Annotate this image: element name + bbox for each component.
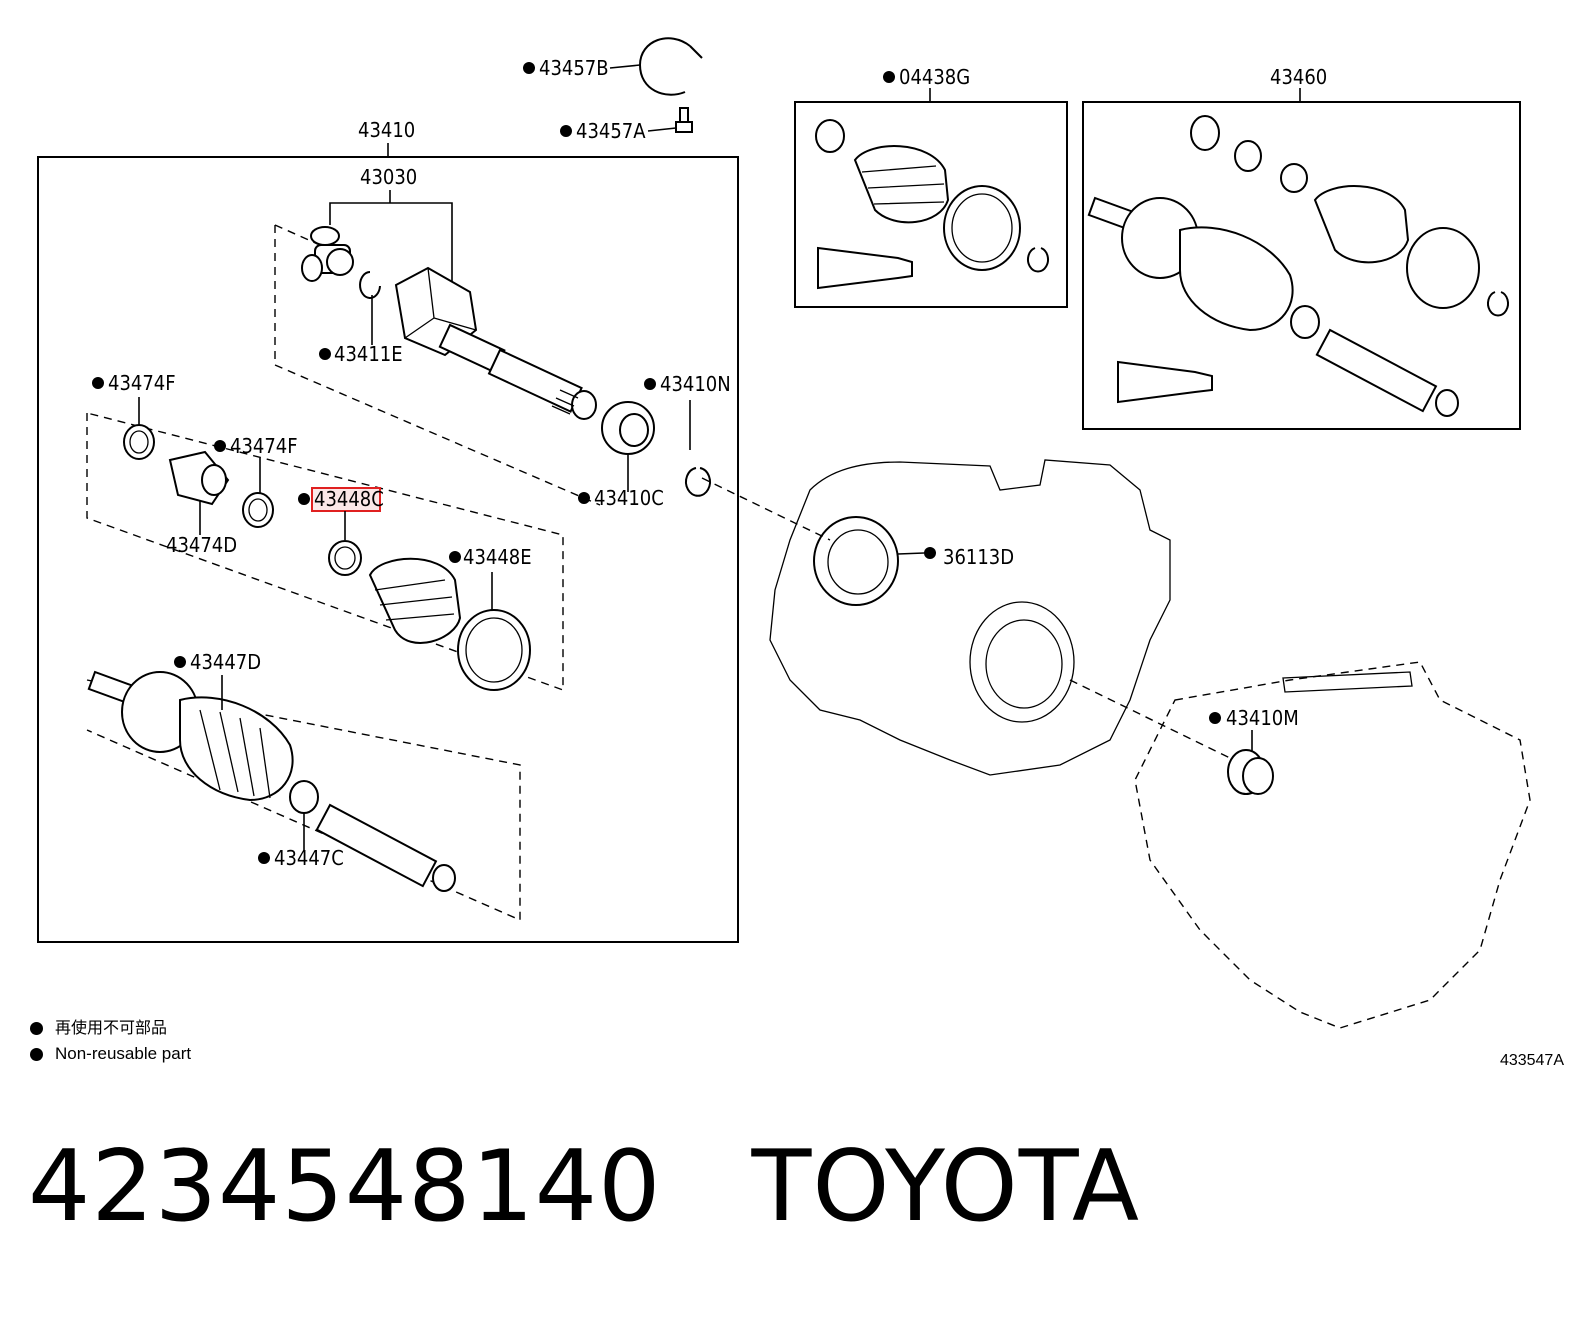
bullet-icon xyxy=(30,1047,43,1061)
snap-ring-43410n xyxy=(685,467,711,497)
svg-text:43447C: 43447C xyxy=(274,846,344,870)
callout-43474f-a[interactable]: 43474F xyxy=(108,371,176,395)
boot-43448e xyxy=(368,557,531,691)
callout-43457b[interactable]: 43457B xyxy=(539,56,609,80)
footer-title: 4234548140 TOYOTA xyxy=(28,1130,1140,1244)
callout-36113d[interactable]: 36113D xyxy=(943,545,1014,569)
legend: 再使用不可部品 Non-reusable part xyxy=(30,1015,191,1067)
brand-name: TOYOTA xyxy=(751,1130,1141,1244)
callout-43474f-b[interactable]: 43474F xyxy=(230,434,298,458)
bolt-43457a xyxy=(675,107,693,133)
legend-line-japanese: 再使用不可部品 xyxy=(55,1018,168,1037)
svg-text:04438G: 04438G xyxy=(899,65,970,89)
part-number: 4234548140 xyxy=(28,1130,662,1244)
clamp-43474f-b xyxy=(242,492,274,528)
bearing-43410c xyxy=(601,401,655,455)
svg-text:43410C: 43410C xyxy=(594,486,664,510)
inner-joint-shaft xyxy=(394,266,597,420)
clamp-43474f-a xyxy=(123,424,155,460)
callout-43447c[interactable]: 43447C xyxy=(274,846,344,870)
illustration-code: 433547A xyxy=(1499,1052,1564,1069)
callout-43410[interactable]: 43410 xyxy=(358,118,415,142)
svg-text:43410N: 43410N xyxy=(660,372,731,396)
callout-43030[interactable]: 43030 xyxy=(360,165,417,189)
callout-43460[interactable]: 43460 xyxy=(1270,65,1327,89)
svg-text:43457A: 43457A xyxy=(576,119,646,143)
callout-43457a[interactable]: 43457A xyxy=(576,119,646,143)
svg-text:43030: 43030 xyxy=(360,165,417,189)
legend-line-english: Non-reusable part xyxy=(55,1044,192,1063)
svg-text:43448C: 43448C xyxy=(314,487,384,511)
svg-text:43474F: 43474F xyxy=(108,371,176,395)
outer-joint-shaft xyxy=(87,670,456,892)
highlight-box-43448c xyxy=(311,487,381,512)
callout-43410m[interactable]: 43410M xyxy=(1226,706,1299,730)
svg-text:43457B: 43457B xyxy=(539,56,609,80)
callout-43474d[interactable]: 43474D xyxy=(166,533,237,557)
kit-box-43460 xyxy=(1082,101,1521,430)
callout-43447d[interactable]: 43447D xyxy=(190,650,261,674)
callout-43410n[interactable]: 43410N xyxy=(660,372,731,396)
callout-43410c[interactable]: 43410C xyxy=(594,486,664,510)
engine-block xyxy=(1134,661,1531,1029)
drive-shaft-43460 xyxy=(1087,115,1509,417)
callout-43411e[interactable]: 43411E xyxy=(334,342,403,366)
svg-text:36113D: 36113D xyxy=(943,545,1014,569)
tripod-joint xyxy=(301,226,354,282)
seal-43410m xyxy=(1227,749,1274,795)
callout-43448c[interactable]: 43448C xyxy=(314,487,384,511)
kit-box-04438g xyxy=(794,101,1068,308)
svg-text:43447D: 43447D xyxy=(190,650,261,674)
transmission-case xyxy=(769,459,1171,776)
assembly-box-43410 xyxy=(37,156,739,943)
clip-43457b xyxy=(638,37,703,96)
callout-04438g[interactable]: 04438G xyxy=(899,65,970,89)
svg-text:43448E: 43448E xyxy=(463,545,532,569)
boot-kit-04438g xyxy=(815,119,1049,290)
svg-text:43460: 43460 xyxy=(1270,65,1327,89)
clamp-43448c xyxy=(328,540,362,576)
callout-43448e[interactable]: 43448E xyxy=(463,545,532,569)
snap-ring-43411e xyxy=(359,271,381,345)
svg-text:43474F: 43474F xyxy=(230,434,298,458)
damper-43474d xyxy=(168,450,230,506)
bullet-icon xyxy=(30,1021,43,1035)
svg-text:43410: 43410 xyxy=(358,118,415,142)
svg-text:43410M: 43410M xyxy=(1226,706,1299,730)
svg-text:43474D: 43474D xyxy=(166,533,237,557)
svg-text:43411E: 43411E xyxy=(334,342,403,366)
